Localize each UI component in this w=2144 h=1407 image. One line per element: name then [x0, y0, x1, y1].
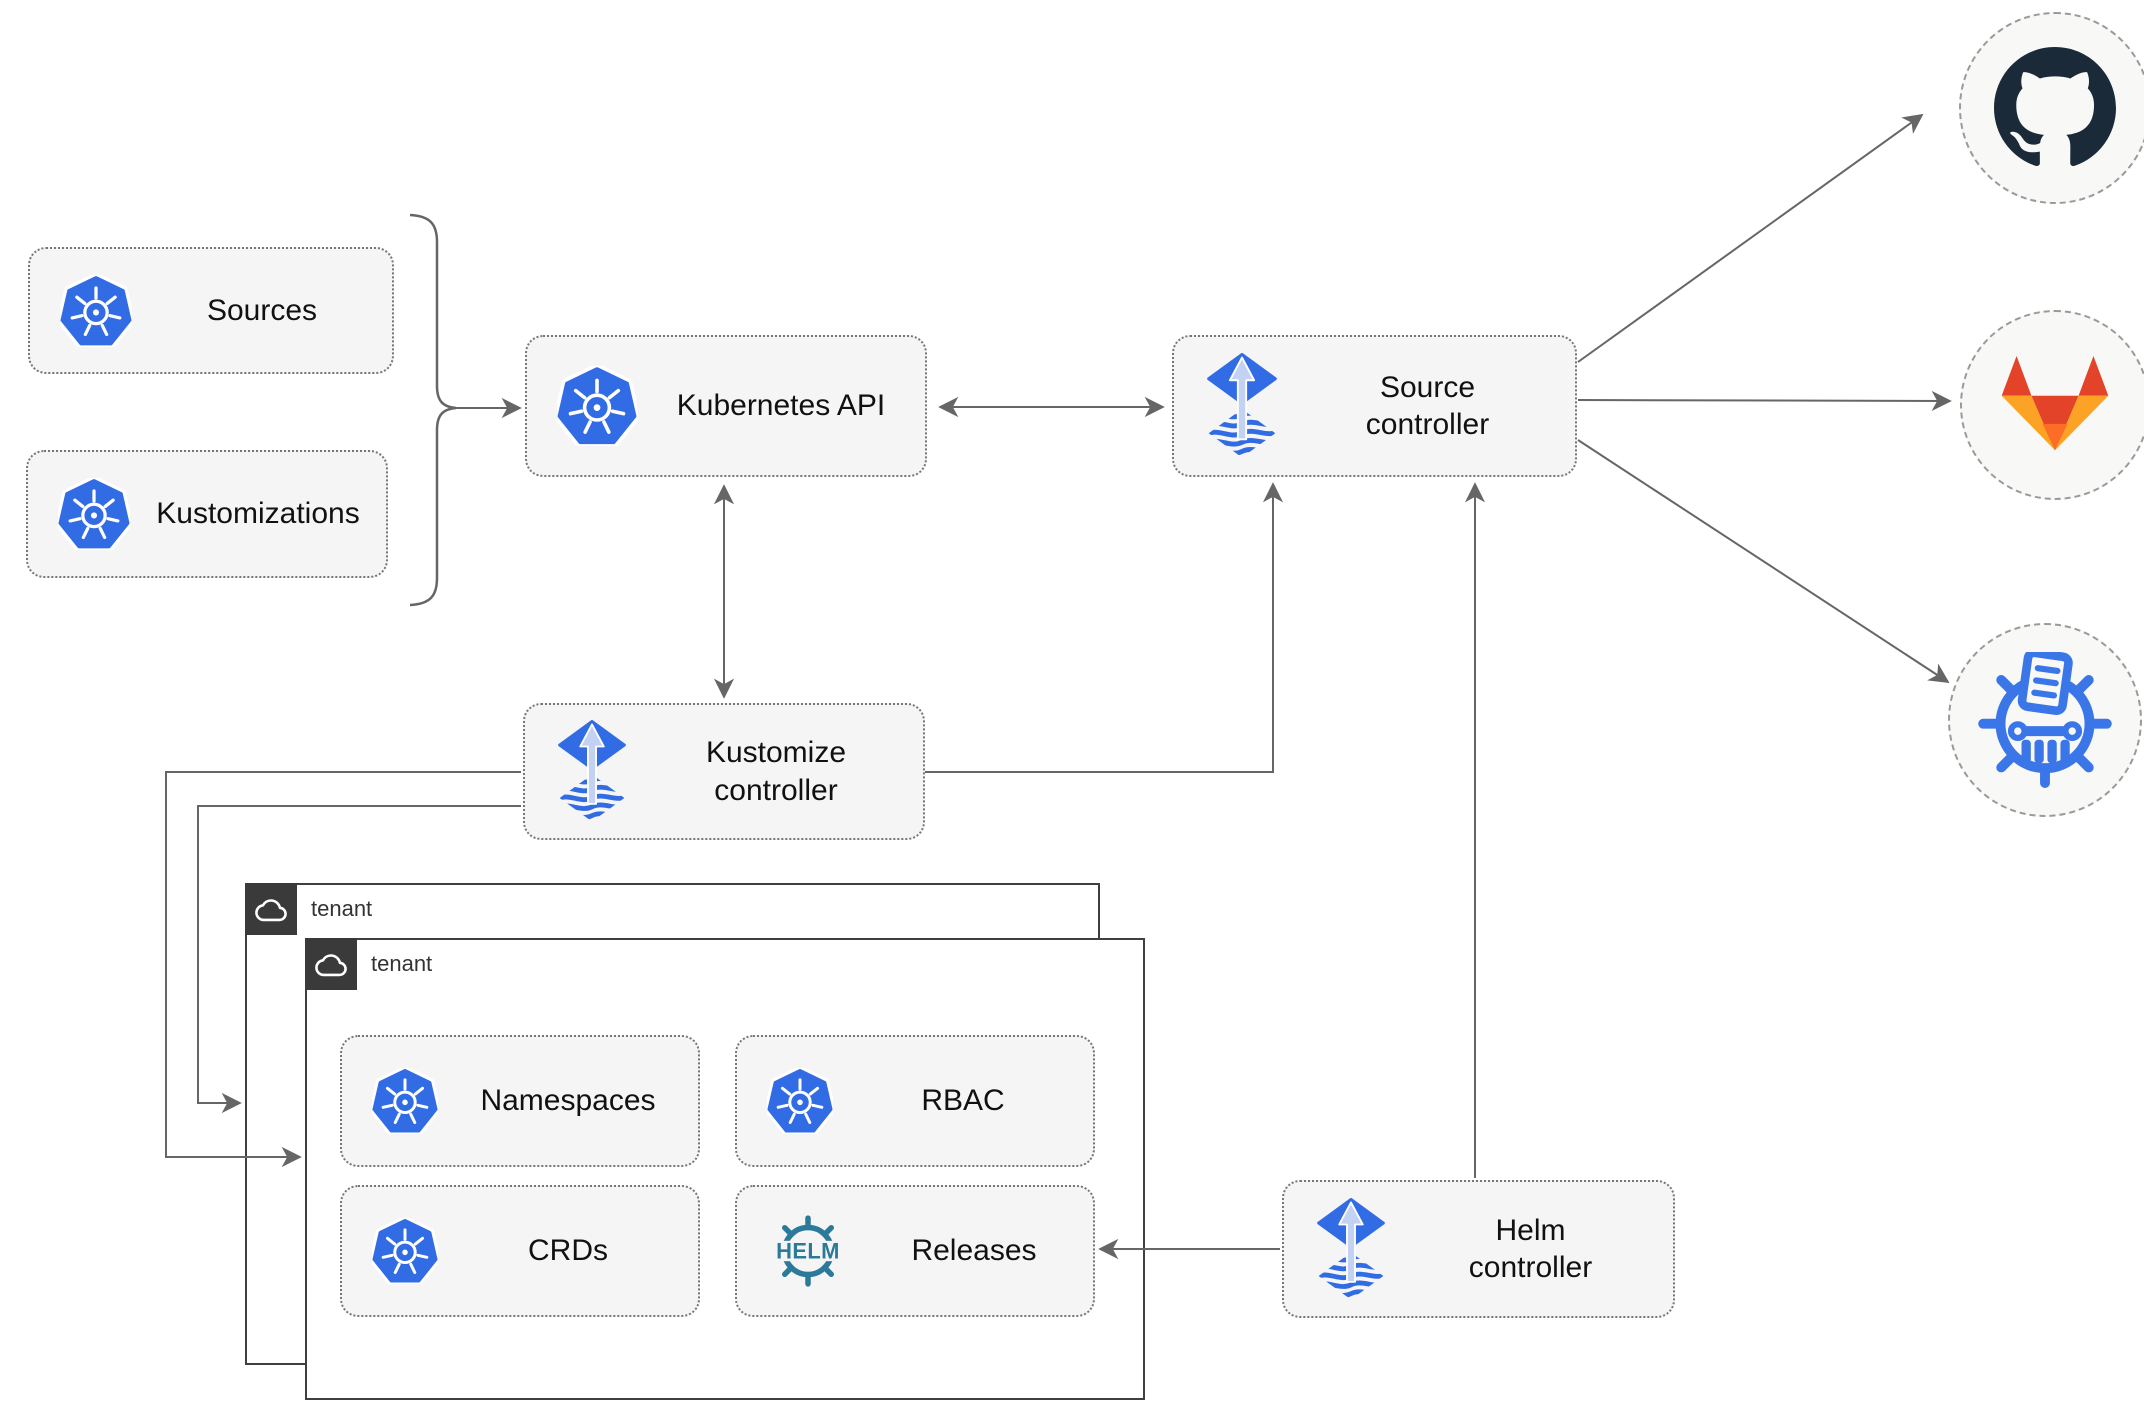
node-helm-controller: Helm controller	[1282, 1180, 1675, 1318]
helm-logo-icon: HELM	[761, 1211, 855, 1291]
node-source-controller: Source controller	[1172, 335, 1577, 477]
kubernetes-icon	[767, 1068, 833, 1134]
kubernetes-icon	[557, 366, 637, 446]
edge-source-chartmuseum	[1577, 439, 1950, 684]
gitlab-circle	[1960, 310, 2144, 500]
node-label: Helm controller	[1468, 1213, 1593, 1285]
tenant-box-inner: tenant	[305, 938, 1145, 1400]
tenant-badge	[305, 938, 357, 990]
flux-icon	[1204, 353, 1280, 459]
edge-source-gitlab	[1577, 390, 1952, 412]
kubernetes-icon	[60, 275, 132, 347]
kubernetes-icon	[372, 1218, 438, 1284]
node-label: Sources	[206, 293, 318, 327]
edge-kustomize-source	[925, 482, 1284, 773]
flux-icon	[555, 720, 629, 823]
chartmuseum-circle	[1948, 623, 2142, 817]
edge-source-github	[1577, 113, 1924, 363]
cloud-icon	[254, 892, 288, 926]
chartmuseum-icon	[1977, 652, 2113, 788]
node-rbac: RBAC	[735, 1035, 1095, 1167]
tenant-label: tenant	[311, 896, 373, 921]
node-label: Source controller	[1365, 370, 1490, 442]
cloud-icon	[314, 947, 348, 981]
kubernetes-icon	[58, 478, 130, 550]
flux-icon	[1314, 1198, 1388, 1301]
node-label: Namespaces	[480, 1084, 656, 1118]
node-crds: CRDs	[340, 1185, 700, 1317]
kubernetes-icon	[372, 1068, 438, 1134]
tenant-label: tenant	[371, 951, 433, 976]
node-kustomize-controller: Kustomize controller	[523, 703, 925, 840]
node-kustomizations: Kustomizations	[26, 450, 388, 578]
github-icon	[1994, 47, 2116, 169]
tenant-badge	[245, 883, 297, 935]
node-label: Kustomizations	[156, 497, 360, 531]
node-sources: Sources	[28, 247, 394, 374]
node-namespaces: Namespaces	[340, 1035, 700, 1167]
node-label: RBAC	[921, 1084, 1005, 1118]
github-circle	[1959, 12, 2144, 204]
gitlab-icon	[1993, 352, 2117, 458]
node-kubernetes-api: Kubernetes API	[525, 335, 927, 477]
node-label: Kustomize controller	[705, 736, 847, 807]
edge-brace	[409, 213, 457, 607]
node-label: CRDs	[528, 1234, 608, 1268]
node-releases: HELM Releases	[735, 1185, 1095, 1317]
svg-text:HELM: HELM	[776, 1238, 840, 1263]
node-label: Releases	[911, 1234, 1037, 1268]
node-label: Kubernetes API	[676, 389, 886, 423]
